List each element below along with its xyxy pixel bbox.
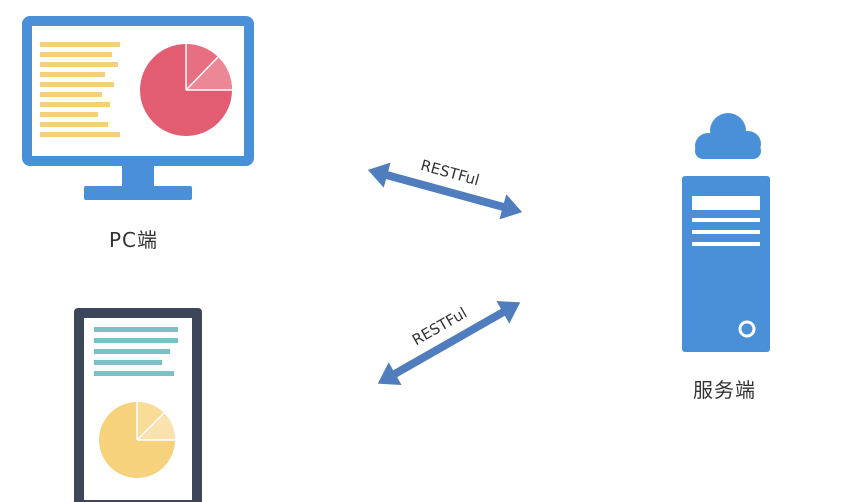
cloud-icon [695, 113, 761, 159]
tablet-text-lines [94, 327, 178, 376]
restful-connection-bottom: RESTFul [377, 300, 521, 386]
server-panel [692, 196, 760, 210]
server-tower-icon [682, 176, 770, 352]
double-arrow-icon [367, 162, 523, 220]
double-arrow-icon [377, 300, 521, 386]
monitor-neck [122, 166, 154, 186]
desktop-monitor-icon [22, 16, 254, 200]
monitor-base [84, 186, 192, 200]
tablet-icon [74, 308, 202, 502]
restful-connection-top: RESTFul [367, 156, 523, 220]
server-vent-lines [692, 218, 760, 246]
server-power-button-icon [738, 320, 756, 338]
connection-label-bottom: RESTFul [409, 304, 470, 349]
monitor-pie-chart-icon [140, 44, 232, 136]
tablet-pie-chart-icon [99, 401, 176, 478]
monitor-text-lines [40, 42, 120, 137]
server-label: 服务端 [693, 378, 756, 402]
pc-label: PC端 [109, 228, 159, 252]
